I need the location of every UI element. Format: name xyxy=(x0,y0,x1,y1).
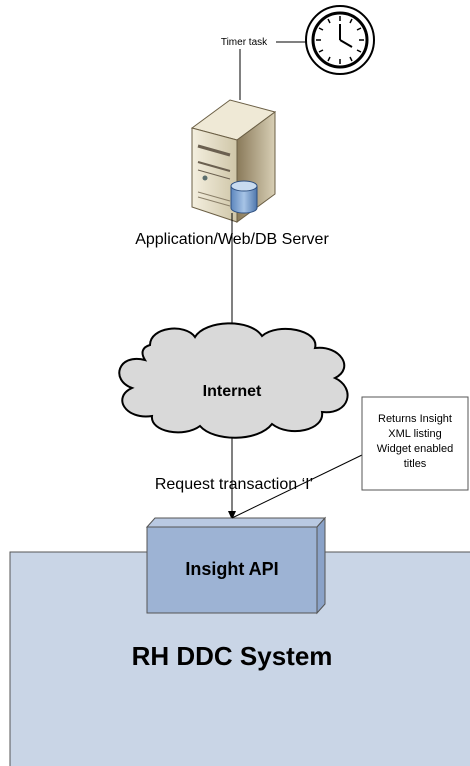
callout-line-1: Returns Insight xyxy=(378,413,452,425)
clock-icon xyxy=(305,5,375,75)
timer-connector xyxy=(239,41,306,100)
database-icon xyxy=(230,180,258,214)
callout-line-4: titles xyxy=(404,458,427,470)
system-label: RH DDC System xyxy=(132,641,333,671)
callout-connector xyxy=(231,454,363,519)
internet-cloud xyxy=(118,322,349,439)
timer-label: Timer task xyxy=(221,37,268,48)
callout-line-2: XML listing xyxy=(388,428,441,440)
callout-box xyxy=(361,396,469,491)
internet-label: Internet xyxy=(203,383,262,400)
callout-line-3: Widget enabled xyxy=(377,443,453,455)
api-label: Insight API xyxy=(185,559,278,579)
request-label: Request transaction ‘I’ xyxy=(155,476,313,493)
insight-api-box xyxy=(145,516,327,615)
